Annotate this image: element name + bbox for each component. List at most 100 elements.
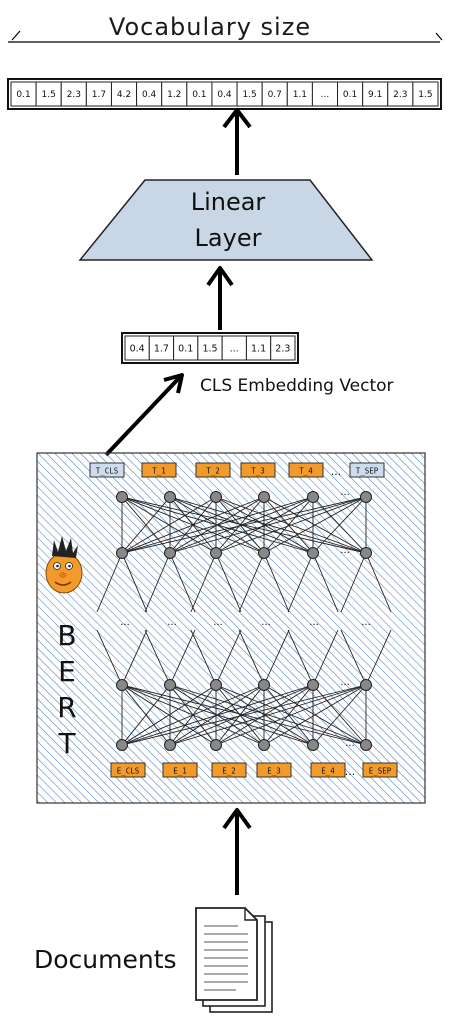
linear-layer: Linear Layer: [78, 179, 374, 261]
network-edge: [169, 629, 196, 686]
network-node: [210, 679, 222, 691]
network-node: [210, 491, 222, 503]
output-vector-value: 4.2: [117, 90, 131, 100]
network-edge: [238, 552, 265, 613]
network-edge: [215, 496, 265, 554]
network-edge: [215, 496, 314, 554]
top-token-label: T_1: [152, 467, 166, 476]
network-node: [258, 491, 270, 503]
network-node: [116, 547, 128, 559]
output-vector-cell: [35, 81, 62, 107]
bottom-token-label: E_1: [173, 767, 187, 776]
network-node: [360, 547, 372, 559]
network-node: [258, 739, 270, 751]
bert-letter: T: [57, 727, 76, 760]
top-token-box: [89, 462, 125, 478]
cls-vector-cell: [245, 335, 272, 361]
network-edge: [263, 684, 314, 746]
cls-vector-cell: [270, 335, 296, 361]
output-vector-cell: [236, 81, 263, 107]
network-edge: [169, 496, 314, 554]
network-ellipsis: ...: [120, 617, 130, 628]
output-vector-value: 1.5: [242, 90, 256, 100]
network-node: [164, 547, 176, 559]
bottom-token-label: E_CLS: [117, 767, 140, 776]
top-token-box: [349, 462, 385, 478]
network-edge: [144, 629, 171, 686]
network-edge: [169, 496, 367, 554]
top-token-box: [141, 462, 177, 478]
top-token-label: T_3: [251, 467, 265, 476]
network-edge: [190, 552, 217, 613]
bert-letter: R: [57, 691, 76, 724]
network-node: [360, 739, 372, 751]
bottom-token-label: E_2: [222, 767, 236, 776]
output-vector-value: 0.7: [268, 90, 282, 100]
network-edge: [169, 684, 314, 746]
network-node: [116, 739, 128, 751]
network-edge: [312, 629, 339, 686]
arrow-tcls-to-cls-vector: [104, 373, 184, 457]
network-node: [360, 679, 372, 691]
top-token-box: [288, 462, 324, 478]
network-ellipsis: ...: [167, 617, 177, 628]
bottom-token-ellipsis: ...: [345, 765, 356, 778]
output-vector-cell: [211, 81, 238, 107]
top-token-label: T_SEP: [356, 467, 379, 476]
bert-letter: E: [58, 655, 76, 688]
network-edge: [96, 629, 123, 686]
top-token-label: T_2: [206, 467, 220, 476]
cls-embedding-label: CLS Embedding Vector: [200, 376, 394, 396]
network-node: [164, 491, 176, 503]
network-node: [307, 739, 319, 751]
network-edge: [121, 552, 148, 613]
network-edge: [312, 496, 367, 554]
network-node: [116, 491, 128, 503]
output-vector-cell: [110, 81, 138, 107]
network-edge: [215, 552, 242, 613]
output-vector-value: 9.1: [368, 90, 382, 100]
network-edge: [121, 684, 171, 746]
network-edge: [263, 496, 314, 554]
network-ellipsis: ...: [340, 545, 350, 556]
network-node: [116, 679, 128, 691]
network-ellipsis: ...: [309, 617, 319, 628]
network-edge: [96, 552, 123, 613]
network-edge: [121, 496, 265, 554]
network-ellipsis: ...: [361, 617, 371, 628]
linear-layer-line2: Layer: [195, 224, 262, 252]
network-node: [307, 491, 319, 503]
cls-vector-value: ...: [230, 343, 239, 354]
network-edge: [121, 629, 148, 686]
network-edge: [121, 496, 217, 554]
output-vector-value: 0.1: [192, 90, 206, 100]
network-node: [307, 547, 319, 559]
network-edge: [144, 552, 171, 613]
output-vector-cell: [60, 81, 87, 107]
network-edge: [215, 496, 367, 554]
bottom-token-box: [310, 762, 346, 778]
network-edge: [340, 552, 367, 613]
network-edge: [121, 496, 314, 554]
arrow-cls-to-linear: [206, 266, 234, 330]
network-edge: [215, 629, 242, 686]
cls-vector-value: 1.1: [251, 343, 266, 354]
documents-icon: [195, 907, 273, 1013]
bottom-token-box: [110, 762, 146, 778]
bottom-token-box: [362, 762, 398, 778]
output-vector-value: 1.2: [167, 90, 181, 100]
network-ellipsis: ...: [340, 677, 350, 688]
output-vector-cell: [412, 81, 439, 107]
network-edge: [121, 496, 171, 554]
output-vector-value: 1.5: [418, 90, 432, 100]
output-vector-value: 0.4: [142, 90, 157, 100]
network-edge: [190, 629, 217, 686]
network-edge: [287, 552, 314, 613]
top-token-ellipsis: ...: [331, 465, 342, 478]
cls-vector-value: 0.4: [130, 343, 145, 354]
cls-vector-cell: [148, 335, 175, 361]
network-node: [258, 547, 270, 559]
network-edge: [312, 552, 339, 613]
network-edge: [215, 684, 314, 746]
